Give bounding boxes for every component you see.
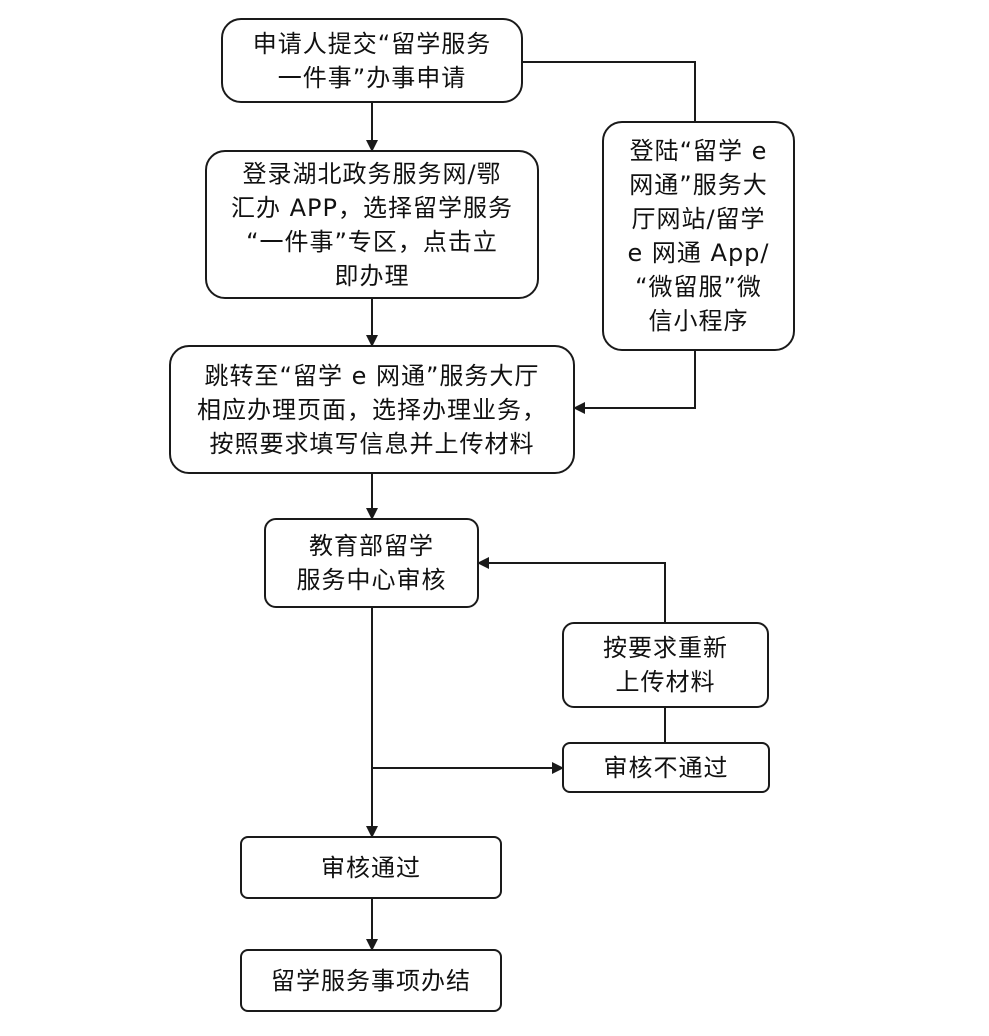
node-moe-review: 教育部留学 服务中心审核 [264,518,479,608]
node-login-hubei-line-2: 汇办 APP，选择留学服务 [231,193,513,222]
node-login-lxew-line-2: 网通”服务大 [629,171,768,199]
node-review-line-1: 教育部留学 [309,532,434,560]
node-done-line-1: 留学服务事项办结 [271,966,471,995]
node-login-hubei-line-1: 登录湖北政务服务网/鄂 [242,159,502,188]
node-login-lxew-line-6: 信小程序 [648,307,749,335]
node-review-line-2: 服务中心审核 [296,566,447,594]
node-login-lxew-line-3: 厅网站/留学 [631,205,766,233]
node-approved-line-1: 审核通过 [321,853,421,882]
node-login-lxew-line-4: e 网通 App/ [627,239,770,267]
node-reupload-line-2: 上传材料 [615,668,716,696]
node-reupload-line-1: 按要求重新 [603,634,728,662]
node-service-completed: 留学服务事项办结 [240,949,502,1012]
node-reupload-materials: 按要求重新 上传材料 [562,622,769,708]
node-review-approved: 审核通过 [240,836,502,899]
node-redirect-line-2: 相应办理页面，选择办理业务， [197,395,547,424]
node-review-rejected: 审核不通过 [562,742,770,793]
node-redirect-service-hall: 跳转至“留学 e 网通”服务大厅 相应办理页面，选择办理业务， 按照要求填写信息… [169,345,575,474]
node-submit-application: 申请人提交“留学服务 一件事”办事申请 [221,18,523,103]
node-redirect-line-3: 按照要求填写信息并上传材料 [209,429,535,458]
edge-lxew-to-redirect [573,350,696,414]
node-rejected-line-1: 审核不通过 [603,753,729,782]
node-redirect-line-1: 跳转至“留学 e 网通”服务大厅 [204,361,540,390]
node-login-lxew-line-1: 登陆“留学 e [629,137,768,165]
edge-reupload-to-review [477,557,666,622]
node-login-hubei-portal: 登录湖北政务服务网/鄂 汇办 APP，选择留学服务 “一件事”专区，点击立 即办… [205,150,539,299]
node-login-hubei-line-3: “一件事”专区，点击立 [246,227,498,256]
node-submit-line-1: 申请人提交“留学服务 [252,29,492,58]
node-login-lxew-portal: 登陆“留学 e 网通”服务大 厅网站/留学 e 网通 App/ “微留服”微 信… [602,121,795,351]
node-submit-line-2: 一件事”办事申请 [277,63,467,92]
node-login-lxew-line-5: “微留服”微 [635,273,762,301]
edge-submit-to-lxew [522,61,696,122]
node-login-hubei-line-4: 即办理 [334,261,410,290]
